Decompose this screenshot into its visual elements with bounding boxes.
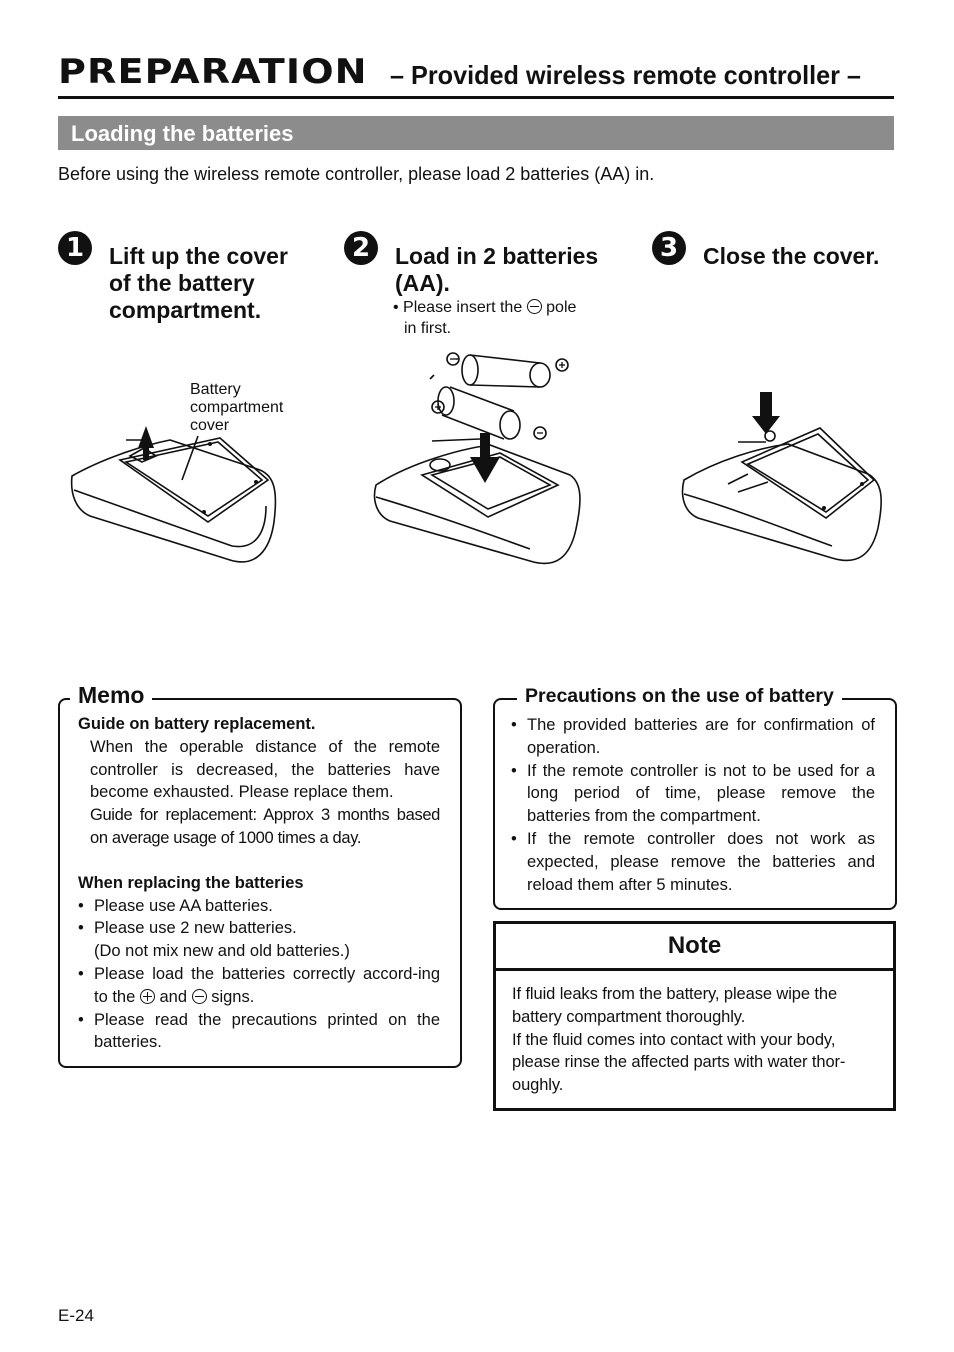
step-1-title: Lift up the cover of the battery compart… (109, 243, 288, 323)
guide-text-2: Guide for replacement: Approx 3 months b… (90, 806, 440, 847)
list-item: Please load the batteries correctly acco… (78, 963, 440, 1009)
list-item: The provided batteries are for confirmat… (511, 714, 875, 760)
guide-text: When the operable distance of the remote… (90, 737, 440, 802)
memo-title: Memo (70, 682, 153, 709)
step-3-number: 3 (652, 231, 686, 265)
note-box: Note If fluid leaks from the battery, pl… (493, 921, 896, 1111)
list-item: Please read the precautions printed on t… (78, 1009, 440, 1055)
title-rule (58, 96, 894, 99)
memo-content: Guide on battery replacement. When the o… (78, 713, 440, 1054)
section-title: Loading the batteries (71, 121, 294, 146)
step-2-title: Load in 2 batteries (AA). (395, 243, 599, 296)
memo-box (58, 698, 462, 1068)
list-item: Please use AA batteries. (78, 895, 440, 918)
remote-insert-batteries-illustration (373, 352, 581, 565)
precautions-title: Precautions on the use of battery (517, 685, 842, 708)
note-content: If fluid leaks from the battery, please … (512, 985, 846, 1095)
section-header: Loading the batteries (58, 116, 894, 150)
list-item: If the remote controller is not to be us… (511, 760, 875, 828)
replacing-heading: When replacing the batteries (78, 873, 304, 892)
precautions-content: The provided batteries are for confirmat… (511, 714, 875, 896)
list-item: Please use 2 new batteries.(Do not mix n… (78, 917, 440, 963)
minus-symbol-icon (526, 299, 542, 314)
minus-symbol-icon (191, 988, 207, 1004)
replacing-list: Please use AA batteries. Please use 2 ne… (78, 895, 440, 1055)
step-1-number: 1 (58, 231, 92, 265)
page-number: E-24 (58, 1306, 94, 1325)
plus-symbol-icon (139, 988, 155, 1004)
battery-cover-callout: Battery compartment cover (190, 381, 284, 434)
note-title: Note (496, 924, 893, 971)
remote-close-cover-illustration (681, 392, 882, 562)
step-2-number: 2 (344, 231, 378, 265)
intro-text: Before using the wireless remote control… (58, 164, 655, 184)
remote-open-cover-illustration (70, 426, 277, 563)
page-subtitle: – Provided wireless remote controller – (390, 60, 861, 90)
guide-heading: Guide on battery replacement. (78, 715, 316, 733)
list-item: If the remote controller does not work a… (511, 828, 875, 896)
page-title: PREPARATION (58, 52, 368, 92)
step-2-note: • Please insert the pole in first. (393, 299, 577, 337)
step-3-title: Close the cover. (703, 243, 880, 269)
